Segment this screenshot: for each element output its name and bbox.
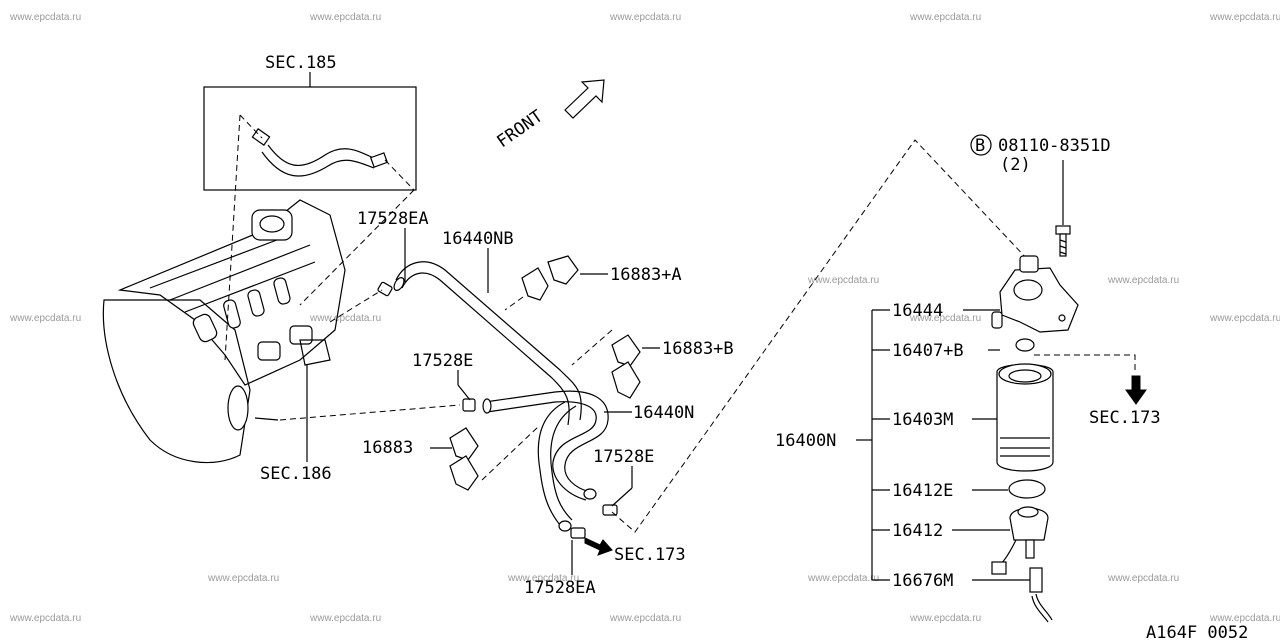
part-16676M-label[interactable]: 16676M (892, 571, 953, 591)
watermark: www.epcdata.ru (909, 613, 981, 624)
part-16444-label[interactable]: 16444 (892, 301, 943, 321)
sec173-right-label[interactable]: SEC.173 (1089, 408, 1161, 428)
watermark: www.epcdata.ru (309, 613, 381, 624)
watermark: www.epcdata.ru (807, 275, 879, 286)
sec186-label[interactable]: SEC.186 (260, 464, 332, 484)
hose-16440NB (329, 261, 582, 426)
oring-16412E (1008, 479, 1046, 499)
part-bolt-qty: (2) (1000, 155, 1031, 175)
watermark: www.epcdata.ru (609, 613, 681, 624)
watermark: www.epcdata.ru (309, 313, 381, 324)
clamp-16883 (449, 424, 541, 491)
watermark: www.epcdata.ru (1107, 573, 1179, 584)
group-bracket (856, 309, 1136, 581)
fuel-filter-head (991, 255, 1079, 333)
bolt-icon (1055, 225, 1071, 257)
part-17528EA-top-label[interactable]: 17528EA (357, 209, 429, 229)
sec185-inset (203, 72, 417, 191)
watermark-layer: www.epcdata.ru www.epcdata.ru www.epcdat… (9, 12, 1280, 624)
arrow-icon (584, 537, 613, 556)
front-arrow-icon (564, 79, 605, 119)
fuel-filter-cartridge (996, 363, 1054, 472)
clamp-16883B (571, 329, 641, 399)
watermark: www.epcdata.ru (1209, 613, 1280, 624)
part-16407B-label[interactable]: 16407+B (892, 341, 964, 361)
front-label: FRONT (493, 106, 546, 152)
part-17528EA-bottom-label[interactable]: 17528EA (524, 578, 596, 598)
part-16412E-label[interactable]: 16412E (892, 481, 953, 501)
part-16412-label[interactable]: 16412 (892, 521, 943, 541)
watermark: www.epcdata.ru (609, 12, 681, 23)
watermark: www.epcdata.ru (1107, 275, 1179, 286)
part-17528E-right-label[interactable]: 17528E (593, 447, 654, 467)
part-17528E-left-label[interactable]: 17528E (412, 351, 473, 371)
part-16883-label[interactable]: 16883 (362, 438, 413, 458)
diagram-code: A164F 0052 (1146, 623, 1248, 640)
watermark: www.epcdata.ru (909, 12, 981, 23)
watermark: www.epcdata.ru (9, 12, 81, 23)
part-16440N-label[interactable]: 16440N (633, 403, 694, 423)
part-16440NB-label[interactable]: 16440NB (442, 229, 514, 249)
part-16400N-label[interactable]: 16400N (775, 431, 836, 451)
clamp-16883A (504, 255, 579, 311)
bolt-badge: B (970, 134, 992, 156)
watermark: www.epcdata.ru (309, 12, 381, 23)
engine-block (102, 114, 461, 464)
oring-16407 (1015, 338, 1035, 352)
sec185-label[interactable]: SEC.185 (265, 53, 337, 73)
sec173-left-label[interactable]: SEC.173 (614, 545, 686, 565)
hose-16676M (1029, 567, 1053, 623)
watermark: www.epcdata.ru (909, 313, 981, 324)
part-16883A-label[interactable]: 16883+A (610, 265, 682, 285)
watermark: www.epcdata.ru (807, 573, 879, 584)
part-16883B-label[interactable]: 16883+B (662, 339, 734, 359)
down-arrow-icon (1125, 375, 1147, 405)
sensor-16412 (991, 506, 1049, 575)
watermark: www.epcdata.ru (207, 573, 279, 584)
part-16403M-label[interactable]: 16403M (892, 410, 953, 430)
watermark: www.epcdata.ru (9, 613, 81, 624)
watermark: www.epcdata.ru (507, 573, 579, 584)
part-bolt-label[interactable]: 08110-8351D (998, 136, 1111, 156)
watermark: www.epcdata.ru (1209, 313, 1280, 324)
watermark: www.epcdata.ru (1209, 12, 1280, 23)
watermark: www.epcdata.ru (9, 313, 81, 324)
bolt-badge-letter: B (975, 136, 985, 156)
